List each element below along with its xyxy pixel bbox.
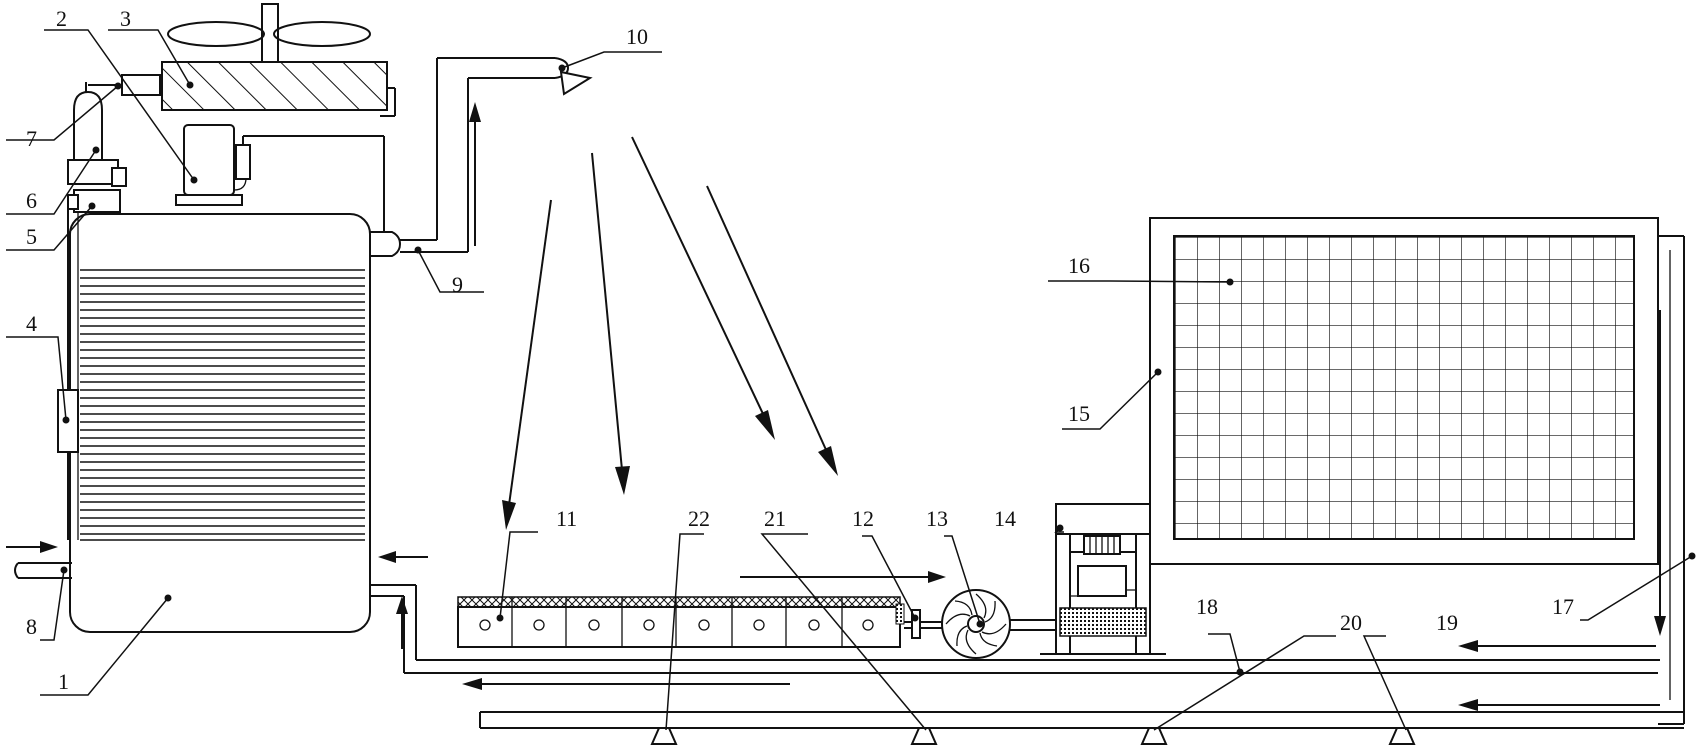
coupling-12 — [904, 609, 942, 639]
valve-7 — [88, 74, 161, 96]
fan-icon — [167, 3, 371, 63]
base-rail — [479, 711, 1684, 729]
label-14: 14 — [994, 506, 1016, 531]
leader-dots — [60, 64, 1696, 676]
return-arrows — [378, 551, 428, 649]
tank-1 — [69, 213, 371, 633]
support-feet — [650, 727, 1416, 745]
label-22: 22 — [688, 506, 710, 531]
condenser-3 — [161, 61, 396, 117]
panel-frame-15 — [1149, 217, 1659, 565]
refrigerant-line — [243, 135, 385, 232]
side-pipe-17 — [1658, 235, 1685, 725]
label-2: 2 — [56, 6, 67, 31]
cylinder-6 — [67, 82, 127, 187]
label-4: 4 — [26, 311, 37, 336]
label-21: 21 — [764, 506, 786, 531]
spray-nozzle-10 — [559, 70, 593, 96]
label-15: 15 — [1068, 401, 1090, 426]
pump-13 — [941, 589, 1056, 659]
label-12: 12 — [852, 506, 874, 531]
up-arrow — [469, 102, 481, 246]
compressor-2 — [175, 124, 251, 206]
label-10: 10 — [626, 24, 648, 49]
label-9: 9 — [452, 272, 463, 297]
spray-arrows — [502, 136, 838, 530]
lower-arrows-18 — [1458, 640, 1660, 711]
label-8: 8 — [26, 614, 37, 639]
return-pipe — [370, 584, 1660, 674]
belt-direction-arrow — [740, 571, 946, 583]
label-7: 7 — [26, 126, 37, 151]
inlet-arrow — [6, 541, 58, 553]
label-11: 11 — [556, 506, 577, 531]
conveyor-11 — [457, 596, 905, 648]
label-5: 5 — [26, 224, 37, 249]
motor-14 — [1040, 503, 1166, 655]
bottom-return-arrow — [462, 678, 790, 690]
label-17: 17 — [1552, 594, 1574, 619]
down-arrow — [1654, 310, 1666, 636]
outlet-pipe-9 — [370, 57, 570, 257]
label-19: 19 — [1436, 610, 1458, 635]
component-labels: 2 3 7 6 5 4 8 1 9 10 11 22 21 12 13 14 1… — [26, 6, 1574, 694]
pump-base-5 — [73, 189, 121, 213]
label-6: 6 — [26, 188, 37, 213]
label-3: 3 — [120, 6, 131, 31]
label-13: 13 — [926, 506, 948, 531]
label-18: 18 — [1196, 594, 1218, 619]
tank-fins — [80, 269, 365, 541]
label-1: 1 — [58, 669, 69, 694]
label-16: 16 — [1068, 253, 1090, 278]
leader-lines — [6, 29, 1693, 731]
label-20: 20 — [1340, 610, 1362, 635]
left-side-pipe — [67, 210, 79, 540]
heat-grid-16 — [1173, 235, 1635, 540]
